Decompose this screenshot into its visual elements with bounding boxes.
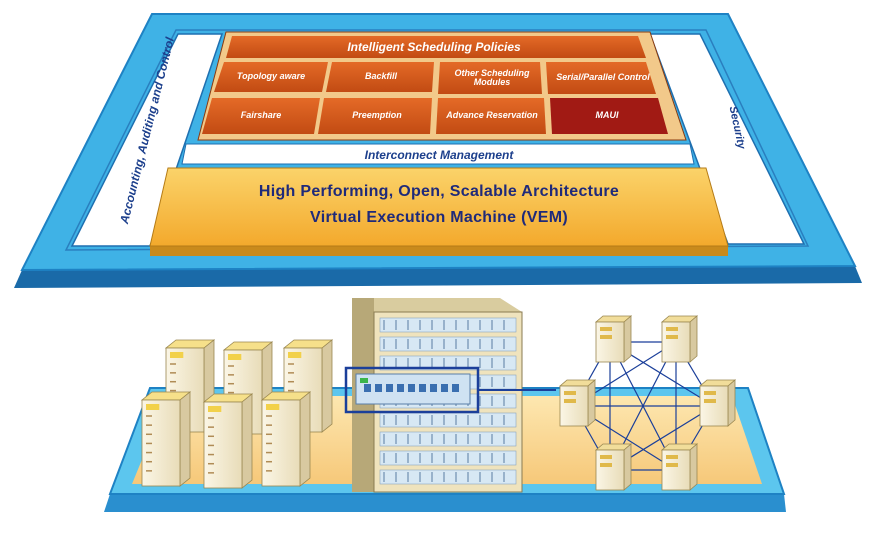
server-tower-icon [260, 391, 312, 487]
vem-line-2: Virtual Execution Machine (VEM) [310, 208, 568, 226]
maui-label: MAUI [595, 110, 619, 121]
server-tower-icon [202, 393, 254, 489]
module-maui [550, 98, 668, 134]
module-serial-parallel [546, 62, 656, 94]
policies-title-bar [226, 36, 646, 58]
serial-parallel-label: Serial/Parallel Control [556, 72, 650, 83]
cluster-node-icon [660, 443, 699, 491]
backfill-label: Backfill [364, 71, 397, 82]
module-advance-reservation [436, 98, 546, 134]
cluster-mesh-icon [558, 315, 737, 491]
fairshare-label: Fairshare [240, 110, 282, 121]
rack-cabinet-icon [344, 298, 556, 493]
module-backfill [326, 62, 434, 92]
vem-block [149, 167, 729, 247]
module-other-scheduling [438, 62, 542, 94]
module-preemption [318, 98, 432, 134]
cluster-node-icon [558, 379, 597, 427]
vem-block-side [150, 246, 728, 256]
module-fairshare [202, 98, 320, 134]
cluster-node-icon [698, 379, 737, 427]
cluster-node-icon [660, 315, 699, 363]
vem-line-1: High Performing, Open, Scalable Architec… [258, 182, 620, 200]
policies-title: Intelligent Scheduling Policies [347, 39, 521, 54]
cluster-node-icon [594, 315, 633, 363]
other-scheduling-label: Other Scheduling Modules [454, 67, 530, 87]
cluster-node-icon [594, 443, 633, 491]
server-tower-icon [140, 391, 192, 487]
module-topology-aware [214, 62, 328, 92]
topology-aware-label: Topology aware [236, 71, 306, 82]
interconnect-bar [181, 143, 695, 165]
interconnect-label: Interconnect Management [364, 147, 514, 162]
server-towers-icon [140, 339, 334, 489]
preemption-label: Preemption [352, 110, 402, 121]
advance-reservation-label: Advance Reservation [446, 110, 538, 121]
